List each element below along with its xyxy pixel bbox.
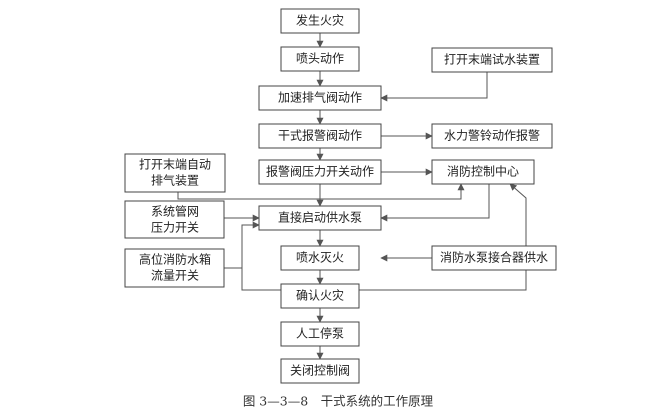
box-confirm: 确认火灾 [280, 283, 360, 309]
edge-end-test-to-accelerator [380, 72, 488, 102]
box-pump-connector-label: 消防水泵接合器供水 [440, 250, 548, 265]
box-sprinkler: 喷头动作 [280, 46, 360, 72]
box-network-switch-label-line1: 系统管网 [151, 204, 199, 219]
box-spray: 喷水灭火 [280, 245, 360, 271]
edges [177, 33, 527, 360]
box-end-exhaust-label-line1: 打开末端自动 [139, 158, 211, 172]
box-end-test-label: 打开末端试水装置 [444, 52, 540, 67]
box-accelerator: 加速排气阀动作 [258, 85, 382, 111]
box-tank-switch-label-line2: 流量开关 [151, 269, 199, 283]
box-tank-switch: 高位消防水箱 流量开关 [124, 248, 225, 288]
edge-end-exhaust-to-control-center [177, 183, 465, 200]
box-pressure-switch-label: 报警阀压力开关动作 [266, 164, 374, 179]
box-sprinkler-label: 喷头动作 [296, 52, 344, 66]
box-network-switch-label-line2: 压力开关 [151, 221, 199, 235]
box-start-pump: 直接启动供水泵 [258, 205, 382, 231]
box-tank-switch-label-line1: 高位消防水箱 [139, 252, 211, 267]
box-water-bell-label: 水力警铃动作报警 [444, 128, 540, 143]
box-confirm-label: 确认火灾 [296, 288, 344, 303]
box-manual-stop-label: 人工停泵 [296, 326, 344, 341]
box-end-exhaust-label-line2: 排气装置 [151, 173, 199, 188]
box-accelerator-label: 加速排气阀动作 [278, 90, 362, 105]
box-water-bell: 水力警铃动作报警 [431, 123, 553, 149]
box-dry-valve: 干式报警阀动作 [258, 123, 382, 149]
box-dry-valve-label: 干式报警阀动作 [278, 128, 362, 143]
edge-tank-switch-to-control-center [224, 183, 527, 291]
box-end-test: 打开末端试水装置 [431, 47, 553, 73]
box-pump-connector: 消防水泵接合器供水 [431, 245, 557, 271]
box-network-switch: 系统管网 压力开关 [124, 200, 225, 239]
box-fire-label: 发生火灾 [296, 13, 344, 28]
box-manual-stop: 人工停泵 [280, 321, 360, 347]
figure-caption: 图 3—3—8 干式系统的工作原理 [243, 394, 434, 409]
box-control-center-label: 消防控制中心 [447, 164, 519, 179]
box-pressure-switch: 报警阀压力开关动作 [258, 159, 382, 185]
edge-control-center-to-start-pump [380, 184, 490, 222]
box-fire: 发生火灾 [280, 8, 360, 34]
box-start-pump-label: 直接启动供水泵 [278, 210, 362, 225]
box-close-valve: 关闭控制阀 [280, 358, 360, 384]
box-spray-label: 喷水灭火 [296, 251, 344, 265]
box-close-valve-label: 关闭控制阀 [290, 364, 350, 378]
box-control-center: 消防控制中心 [431, 159, 535, 185]
box-end-exhaust: 打开末端自动 排气装置 [124, 153, 226, 193]
edge-tank-switch-to-start-pump [224, 221, 260, 269]
